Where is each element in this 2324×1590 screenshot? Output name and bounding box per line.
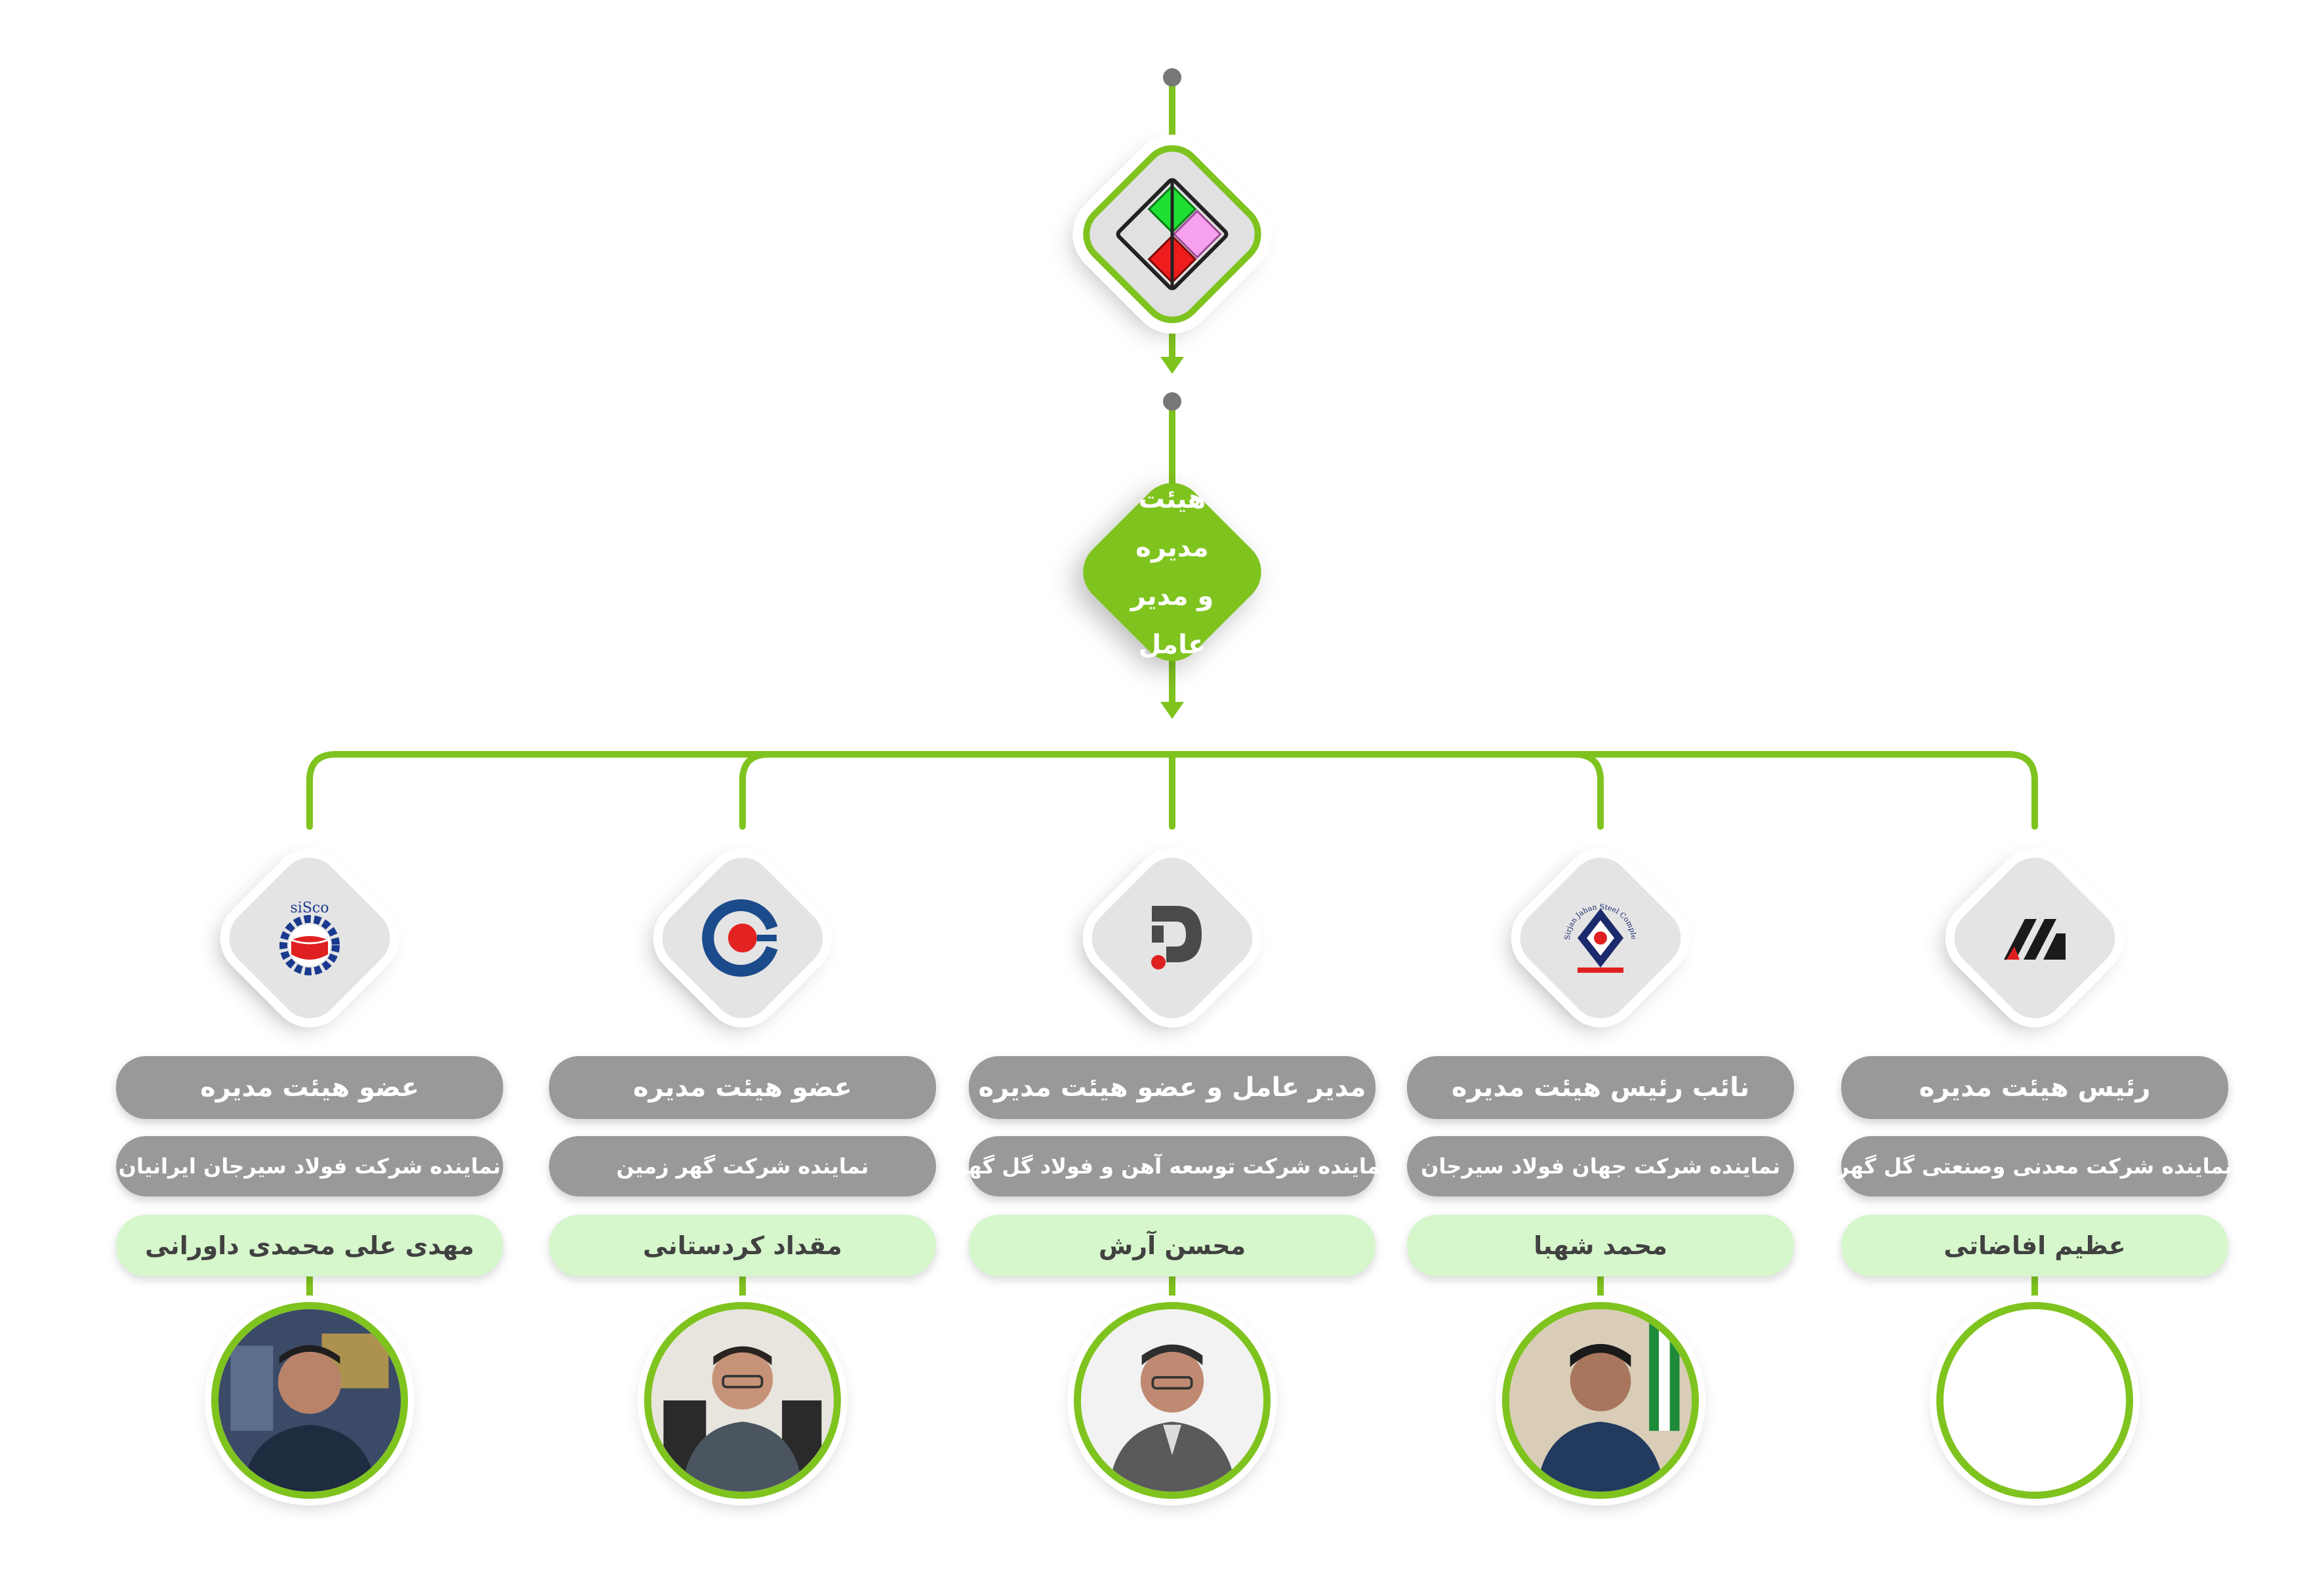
member-representative: نماینده شرکت توسعه آهن و فولاد گل گهر <box>956 1136 1389 1196</box>
member-photo <box>1074 1302 1271 1499</box>
member-role: عضو هیئت مدیره <box>549 1056 936 1119</box>
empty-photo-placeholder-icon <box>1944 1309 2126 1492</box>
member-photo <box>211 1302 408 1499</box>
sirjan-jahan-steel-logo-icon: Sirjan Jahan Steel Complex <box>1551 889 1638 973</box>
member-representative: نماینده شرکت فولاد سیرجان ایرانیان <box>116 1136 503 1196</box>
member-representative: نماینده شرکت جهان فولاد سیرجان <box>1407 1136 1794 1196</box>
member-logo-gol-gohar <box>1942 845 2128 1031</box>
board-of-directors-node: هیئت مدیره و مدیر عامل <box>1070 470 1274 674</box>
member-role: نائب رئیس هیئت مدیره <box>1407 1056 1794 1119</box>
member-name: محمد شهبا <box>1407 1215 1794 1276</box>
member-logo-gohar-zamin <box>649 845 836 1031</box>
member-photo <box>644 1302 841 1499</box>
member-photo-placeholder <box>1936 1302 2133 1499</box>
board-label: هیئت مدیره و مدیر عامل <box>1130 484 1214 660</box>
colored-squares-logo-icon <box>1116 178 1229 291</box>
company-logo-diamond <box>1070 132 1274 336</box>
sisco-logo-text: siSco <box>291 900 329 916</box>
member-name: عظیم افاضاتی <box>1841 1215 2228 1276</box>
member-representative: نماینده شرکت معدنی وصنعتی گل گهر <box>1837 1136 2232 1196</box>
member-logo-sirjan-jahan: Sirjan Jahan Steel Complex <box>1507 845 1694 1031</box>
member-representative: نماینده شرکت گهر زمین <box>549 1136 936 1196</box>
d-letter-logo-icon <box>1151 906 1202 969</box>
person-photo-icon <box>218 1309 401 1492</box>
member-name: محسن آرش <box>969 1215 1376 1276</box>
member-name: مهدی علی محمدی داورانی <box>116 1215 503 1276</box>
gohar-zamin-logo-icon <box>702 899 778 977</box>
gol-gohar-logo-icon <box>2004 919 2066 960</box>
member-logo-sisco: siSco <box>216 845 403 1031</box>
sisco-gear-logo-icon: siSco <box>279 900 340 975</box>
person-photo-icon <box>1081 1309 1263 1492</box>
member-role: رئیس هیئت مدیره <box>1841 1056 2228 1119</box>
person-photo-icon <box>1509 1309 1692 1492</box>
member-photo <box>1502 1302 1699 1499</box>
member-name: مقداد کردستانی <box>549 1215 936 1276</box>
member-role: عضو هیئت مدیره <box>116 1056 503 1119</box>
person-photo-icon <box>651 1309 834 1492</box>
member-role: مدیر عامل و عضو هیئت مدیره <box>969 1056 1376 1119</box>
member-logo-d <box>1079 845 1265 1031</box>
